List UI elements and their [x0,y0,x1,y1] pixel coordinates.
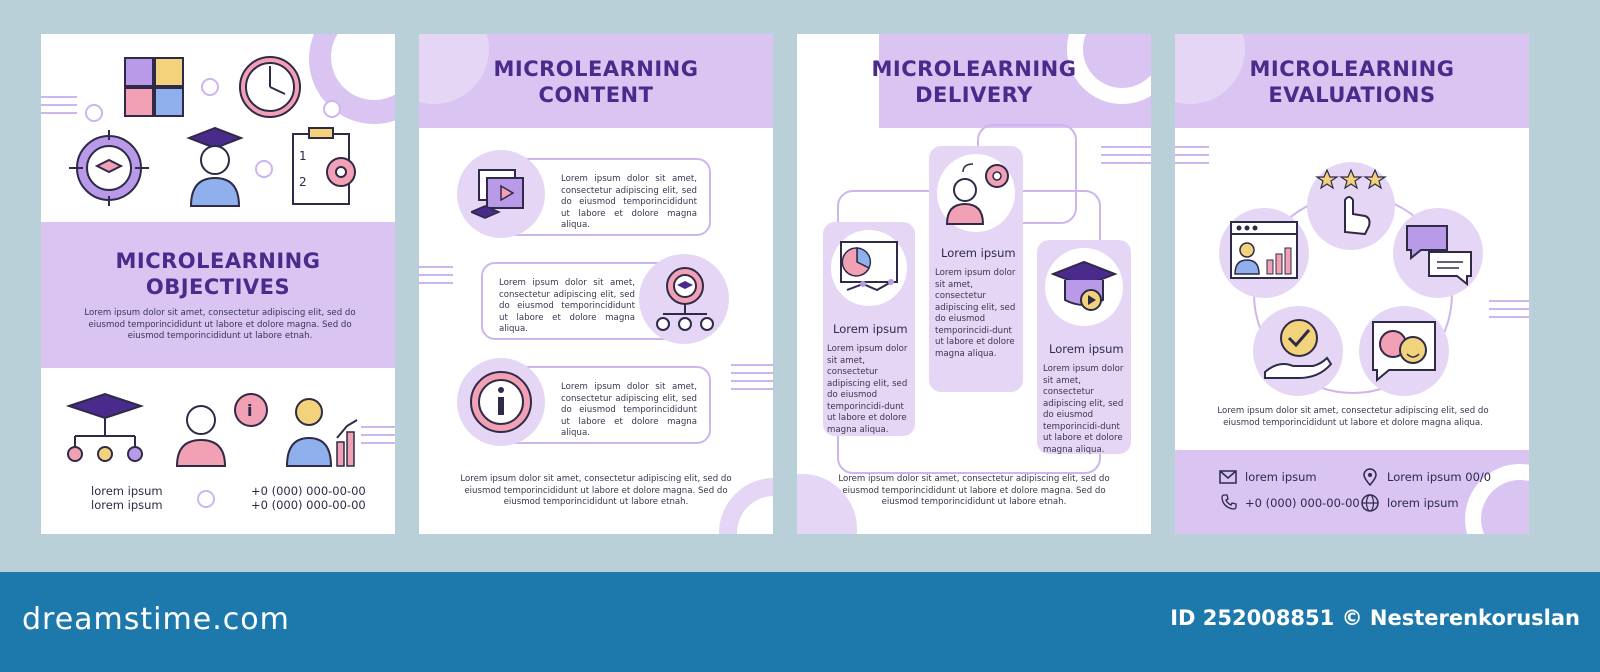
decor-line [41,96,77,98]
target-network-icon [656,267,714,331]
title-line-2: OBJECTIVES [145,275,291,299]
person-info-icon: i [175,393,268,467]
stock-footer-bar: dreamstime.com ID 252008851 © Nesterenko… [0,572,1600,672]
decor-line [1101,154,1151,156]
contact-address: Lorem ipsum 00/0 [1387,470,1492,484]
decor-line [361,442,395,444]
decor-dot [323,100,341,118]
contact-email: lorem ipsum [1245,470,1317,484]
info-icon [470,371,532,433]
video-content-icon [471,169,524,219]
mail-icon [1219,470,1237,484]
card-text: Lorem ipsum dolor sit amet, consectetur … [499,278,635,334]
decor-line [361,434,395,436]
decor-line [41,104,77,106]
svg-text:i: i [247,401,252,420]
decor-line [1101,162,1151,164]
contact-label: lorem ipsum [91,498,163,512]
clock-icon [239,56,301,118]
clipboard-target-icon: 1 2 [292,127,356,205]
target-cap-icon [69,130,149,206]
decor-line [1101,146,1151,148]
brochure-page-evaluations: MICROLEARNING EVALUATIONS [1175,34,1529,534]
emoji-feedback-icon [1372,321,1436,383]
person-gear-icon [945,163,1009,225]
contact-label: lorem ipsum [91,484,163,498]
phone-number: +0 (000) 000-00-00 [251,498,366,512]
decor-line [419,266,453,268]
body-text: Lorem ipsum dolor sit amet, consectetur … [84,308,356,341]
column-label: Lorem ipsum [941,246,1016,260]
analytics-window-icon [1230,221,1298,279]
phone-number: +0 (000) 000-00-00 [251,484,366,498]
decor-dot [255,160,273,178]
phone-icon [1221,494,1237,510]
brand-logo-text: dreamstime.com [22,602,290,637]
title-line-1: MICROLEARNING [115,249,321,273]
title-band-notch [797,34,879,128]
star-rating-icon [1315,168,1387,236]
brochure-page-content: MICROLEARNING CONTENT Lorem ipsum dolor … [419,34,773,534]
decor-line [419,274,453,276]
brochure-page-objectives: 1 2 MICROLEARNING OBJECTIVES Lorem ipsum… [41,34,395,534]
decor-line [361,426,395,428]
decor-dot [197,490,215,508]
column-text: Lorem ipsum dolor sit amet, consectetur … [827,344,908,435]
decor-line [41,112,77,114]
card-text: Lorem ipsum dolor sit amet, consectetur … [561,382,697,438]
title-line-2: DELIVERY [915,83,1033,107]
decor-line [1175,154,1209,156]
decor-dot [201,78,219,96]
approval-hand-icon [1264,319,1333,379]
page-title: MICROLEARNING OBJECTIVES [41,248,395,300]
globe-icon [1361,494,1379,512]
puzzle-icon [124,57,184,117]
decor-line [1489,316,1529,318]
svg-text:1: 1 [299,149,307,163]
column-text: Lorem ipsum dolor sit amet, consectetur … [935,268,1016,359]
stock-id-credit: ID 252008851 © Nesterenkoruslan [1170,606,1580,630]
column-text: Lorem ipsum dolor sit amet, consectetur … [1043,364,1124,455]
body-text: Lorem ipsum dolor sit amet, consectetur … [1217,406,1489,428]
column-label: Lorem ipsum [833,322,908,336]
decor-line [731,380,773,382]
title-line-1: MICROLEARNING [871,57,1077,81]
decor-line [1175,162,1209,164]
column-label: Lorem ipsum [1049,342,1124,356]
student-icon [186,126,244,207]
page-title: MICROLEARNING DELIVERY [797,56,1151,108]
card-text: Lorem ipsum dolor sit amet, consectetur … [561,174,697,230]
graduation-hierarchy-icon [65,392,145,462]
decor-line [731,364,773,366]
chat-bubbles-icon [1406,225,1472,286]
decor-line [731,372,773,374]
body-text: Lorem ipsum dolor sit amet, consectetur … [460,474,732,507]
decor-line [731,388,773,390]
decor-line [419,282,453,284]
title-band [41,222,395,368]
title-line-2: EVALUATIONS [1268,83,1436,107]
location-pin-icon [1363,468,1377,486]
title-line-1: MICROLEARNING [493,57,699,81]
contact-phone: +0 (000) 000-00-00 [1245,496,1360,510]
decor-line [1175,146,1209,148]
decor-dot [85,104,103,122]
page-title: MICROLEARNING EVALUATIONS [1175,56,1529,108]
decor-line [1489,300,1529,302]
decor-line [1489,308,1529,310]
brochure-page-delivery: MICROLEARNING DELIVERY Lorem ipsum Lorem… [797,34,1151,534]
title-line-1: MICROLEARNING [1249,57,1455,81]
graduation-video-icon [1051,260,1117,311]
body-text: Lorem ipsum dolor sit amet, consectetur … [838,474,1110,507]
page-title: MICROLEARNING CONTENT [419,56,773,108]
presentation-chart-icon [840,241,898,292]
person-growth-icon [285,398,358,467]
svg-text:2: 2 [299,175,307,189]
title-line-2: CONTENT [538,83,654,107]
contact-website: lorem ipsum [1387,496,1459,510]
